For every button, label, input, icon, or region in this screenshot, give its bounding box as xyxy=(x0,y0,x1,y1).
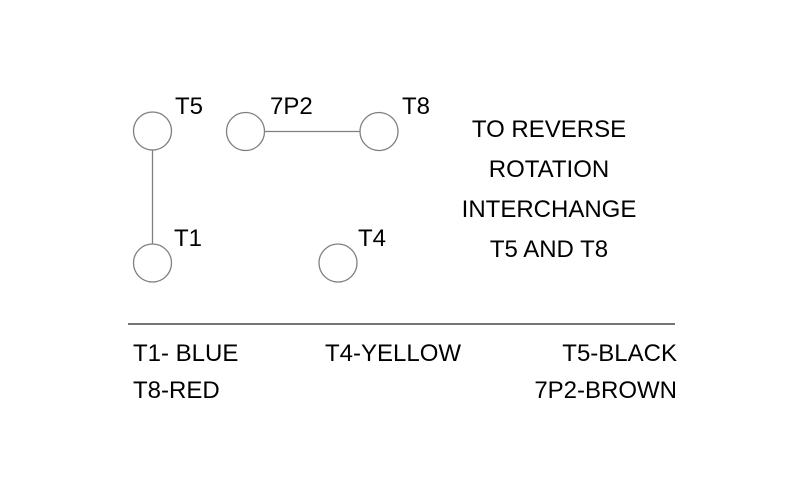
note-line-3: INTERCHANGE xyxy=(461,196,637,223)
legend-t4-yellow: T4-YELLOW xyxy=(325,340,462,367)
note-line-2: ROTATION xyxy=(488,156,610,183)
terminal-label-T5: T5 xyxy=(175,93,203,120)
terminal-circle-T5 xyxy=(132,111,173,151)
legend-t8-red: T8-RED xyxy=(133,377,220,404)
terminal-label-7P2: 7P2 xyxy=(270,93,313,120)
terminal-circle-T8 xyxy=(359,111,399,152)
legend-divider xyxy=(128,323,675,325)
terminal-label-T8: T8 xyxy=(402,93,430,120)
note-line-4: T5 AND T8 xyxy=(489,236,609,263)
note-line-1: TO REVERSE xyxy=(471,116,627,143)
reverse-rotation-note: TO REVERSE ROTATION INTERCHANGE T5 AND T… xyxy=(419,110,679,270)
terminal-label-T4: T4 xyxy=(358,225,386,252)
legend-7p2-brown: 7P2-BROWN xyxy=(534,377,677,404)
legend-t1-blue: T1- BLUE xyxy=(133,340,239,367)
terminal-circle-7P2 xyxy=(225,111,266,152)
terminal-label-T1: T1 xyxy=(174,225,202,252)
legend-t5-black: T5-BLACK xyxy=(562,340,677,367)
terminal-circle-T4 xyxy=(318,243,358,283)
terminal-circle-T1 xyxy=(132,243,173,283)
